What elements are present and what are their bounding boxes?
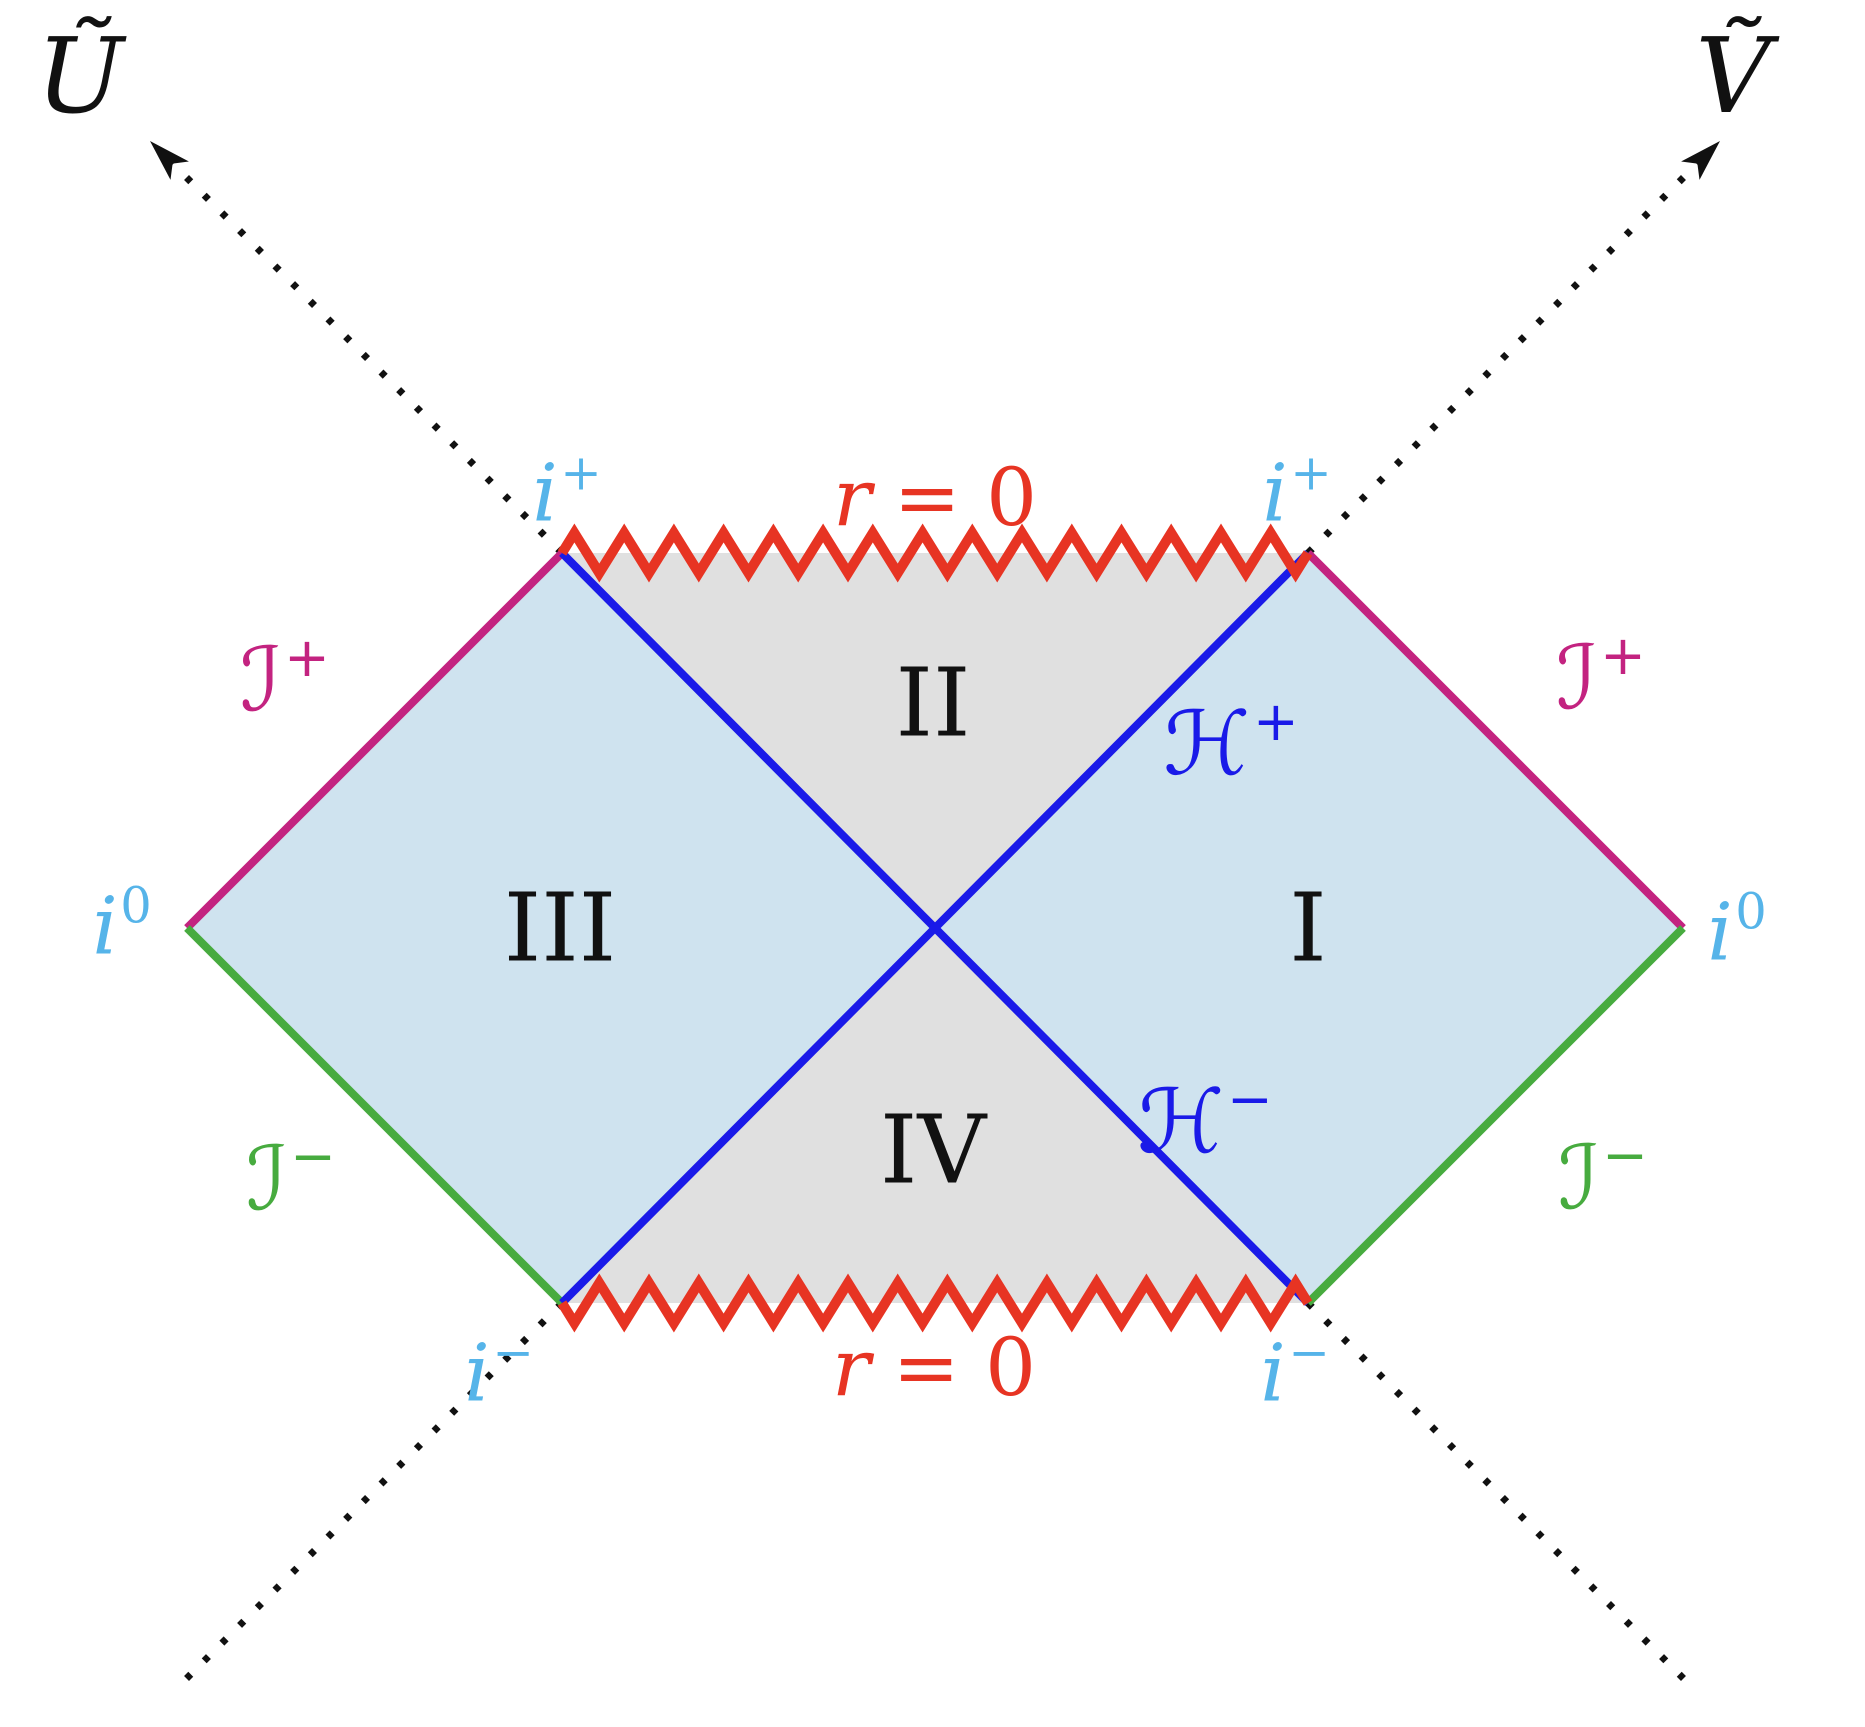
r-symbol: r bbox=[833, 451, 872, 544]
scri-minus-left-line bbox=[184, 925, 565, 1306]
i-minus-right-label: i− bbox=[1260, 1328, 1330, 1414]
scri-minus-right-label: ℐ− bbox=[1558, 1128, 1648, 1222]
i-plus-base: i bbox=[532, 446, 558, 540]
region-i-label: I bbox=[1289, 873, 1327, 984]
i-zero-base: i bbox=[1707, 885, 1733, 979]
i-zero-base: i bbox=[92, 879, 118, 973]
scri-plus-left-line bbox=[184, 550, 565, 931]
scri-symbol: ℐ bbox=[240, 627, 282, 731]
u-axis-label: Ũ bbox=[36, 15, 124, 137]
horizon-minus-sup: − bbox=[1226, 1067, 1273, 1132]
equals-zero: = 0 bbox=[893, 451, 1037, 544]
singularity-bottom-label: r= 0 bbox=[832, 1328, 1036, 1408]
scri-minus-right-line bbox=[1305, 925, 1686, 1306]
v-axis-arrowhead-icon bbox=[1681, 141, 1720, 180]
scri-symbol: ℐ bbox=[1558, 1125, 1600, 1229]
scri-minus-sup: − bbox=[1602, 1123, 1648, 1188]
scri-plus-left-label: ℐ+ bbox=[240, 630, 330, 724]
past-horizon-line bbox=[559, 550, 1311, 1306]
singularity-top-label: r= 0 bbox=[833, 458, 1037, 538]
i-minus-base: i bbox=[1260, 1326, 1286, 1420]
i-zero-sup: 0 bbox=[120, 876, 152, 935]
u-axis-dotted-upper bbox=[155, 146, 565, 556]
future-horizon-label: ℋ+ bbox=[1163, 694, 1298, 788]
scri-minus-sup: − bbox=[290, 1124, 336, 1189]
u-axis-arrowhead-icon bbox=[150, 141, 189, 180]
v-axis-label: Ṽ bbox=[1695, 15, 1771, 137]
i-zero-right-label: i0 bbox=[1707, 887, 1767, 973]
horizon-symbol: ℋ bbox=[1163, 691, 1251, 795]
i-plus-base: i bbox=[1262, 446, 1288, 540]
horizon-symbol: ℋ bbox=[1137, 1069, 1225, 1173]
region-ii-label: II bbox=[895, 648, 971, 759]
i-plus-sup: + bbox=[1290, 443, 1332, 502]
v-axis-dotted-upper bbox=[1305, 146, 1715, 556]
scri-plus-sup: + bbox=[284, 625, 330, 690]
i-zero-sup: 0 bbox=[1735, 882, 1767, 941]
region-ii-fill bbox=[562, 553, 1308, 928]
i-minus-sup: − bbox=[1288, 1323, 1330, 1382]
region-iv-label: IV bbox=[879, 1095, 987, 1206]
u-axis-dotted-lower bbox=[1305, 1300, 1697, 1692]
scri-minus-left-label: ℐ− bbox=[246, 1129, 336, 1223]
equals-zero: = 0 bbox=[892, 1321, 1036, 1414]
scri-plus-sup: + bbox=[1600, 623, 1646, 688]
i-plus-sup: + bbox=[560, 443, 602, 502]
scri-plus-right-line bbox=[1305, 550, 1686, 931]
i-zero-left-label: i0 bbox=[92, 881, 152, 967]
scri-plus-right-label: ℐ+ bbox=[1556, 628, 1646, 722]
i-plus-left-label: i+ bbox=[532, 448, 602, 534]
singularity-bottom-zigzag bbox=[557, 1273, 1313, 1333]
region-iii-label: III bbox=[503, 873, 617, 984]
i-minus-sup: − bbox=[492, 1323, 534, 1382]
scri-symbol: ℐ bbox=[246, 1126, 288, 1230]
i-minus-base: i bbox=[464, 1326, 490, 1420]
scri-symbol: ℐ bbox=[1556, 625, 1598, 729]
singularity-top-zigzag bbox=[557, 523, 1313, 583]
past-horizon-label: ℋ− bbox=[1137, 1072, 1272, 1166]
i-minus-left-label: i− bbox=[464, 1328, 534, 1414]
horizon-plus-sup: + bbox=[1252, 689, 1299, 754]
v-axis-dotted-lower bbox=[173, 1300, 565, 1692]
i-plus-right-label: i+ bbox=[1262, 448, 1332, 534]
r-symbol: r bbox=[832, 1321, 871, 1414]
region-iv-fill bbox=[562, 928, 1308, 1303]
